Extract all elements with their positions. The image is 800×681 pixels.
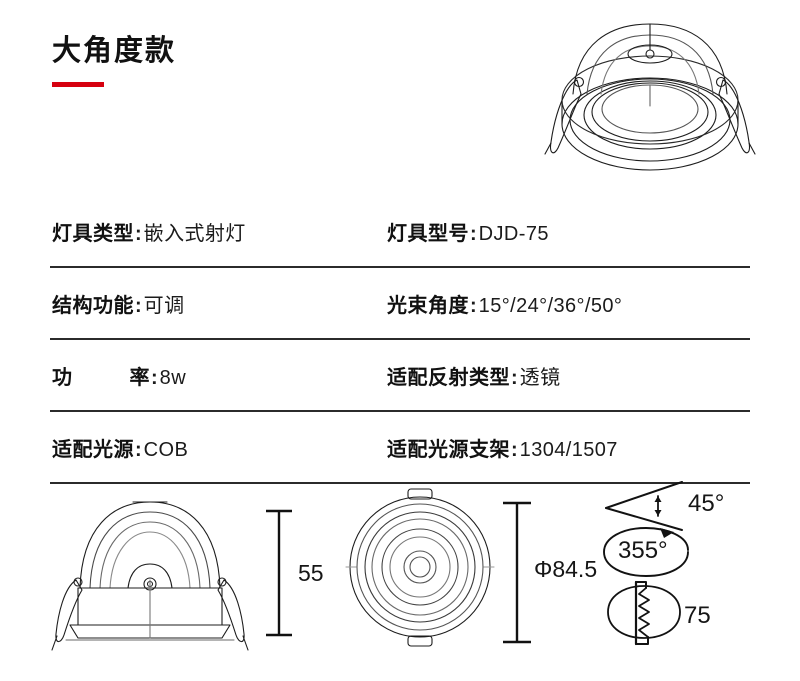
spec-colon: :	[470, 294, 477, 317]
spec-cell-model-number: 灯具型号 : DJD-75	[387, 217, 750, 246]
spec-value: 8w	[159, 366, 187, 389]
feature-icons: 45° 355° 75	[596, 472, 796, 662]
spec-cell-light-source-holder: 适配光源支架 : 1304/1507	[387, 433, 750, 462]
page-title: 大角度款	[52, 35, 177, 67]
spec-value: 透镜	[519, 366, 561, 389]
technical-drawings: 55	[0, 470, 800, 681]
table-row: 结构功能 : 可调 光束角度 : 15°/24°/36°/50°	[50, 266, 750, 338]
spec-label: 结构功能	[52, 294, 134, 317]
table-row: 适配光源 : COB 适配光源支架 : 1304/1507	[50, 410, 750, 484]
height-dimension-label: 55	[298, 560, 324, 586]
spec-cell-luminaire-type: 灯具类型 : 嵌入式射灯	[50, 217, 387, 246]
spec-label: 光束角度	[387, 294, 469, 317]
spec-colon: :	[511, 366, 518, 389]
spec-colon: :	[135, 222, 142, 245]
feature-icon-group	[603, 481, 689, 646]
dimension-line-icon	[503, 501, 531, 644]
spec-colon: :	[511, 438, 518, 461]
spec-colon: :	[470, 222, 477, 245]
spec-label: 适配光源	[52, 438, 134, 461]
dimension-line-icon	[266, 509, 292, 637]
spec-value: 15°/24°/36°/50°	[478, 294, 623, 317]
spec-value: 嵌入式射灯	[143, 222, 246, 245]
spec-colon: :	[135, 294, 142, 317]
table-row: 功率 : 8w 适配反射类型 : 透镜	[50, 338, 750, 410]
downlight-side-elevation-icon	[51, 501, 249, 651]
recessed-downlight-3d-icon	[544, 23, 756, 171]
spec-cell-reflector-type: 适配反射类型 : 透镜	[387, 361, 750, 390]
title-block: 大角度款	[52, 35, 177, 87]
spec-label: 适配反射类型	[387, 366, 510, 389]
spec-cell-structure-function: 结构功能 : 可调	[50, 289, 387, 318]
height-dimension: 55	[262, 508, 332, 638]
spec-label: 灯具类型	[52, 222, 134, 245]
spec-label: 功率	[52, 366, 150, 389]
diameter-dimension: Φ84.5	[500, 500, 610, 645]
spec-value: 1304/1507	[519, 438, 618, 461]
spec-value: 可调	[143, 294, 185, 317]
spec-label: 适配光源支架	[387, 438, 510, 461]
top-view-drawing	[338, 480, 503, 655]
table-row: 灯具类型 : 嵌入式射灯 灯具型号 : DJD-75	[50, 196, 750, 266]
spec-cell-light-source: 适配光源 : COB	[50, 433, 387, 462]
cutout-size-label: 75	[684, 602, 711, 629]
tilt-angle-icon	[605, 481, 683, 531]
spec-label: 灯具型号	[387, 222, 469, 245]
spec-colon: :	[135, 438, 142, 461]
specification-table: 灯具类型 : 嵌入式射灯 灯具型号 : DJD-75 结构功能 : 可调 光束角…	[50, 196, 750, 484]
rotation-angle-icon	[603, 527, 689, 577]
product-hero-drawing	[505, 2, 795, 187]
side-view-drawing	[50, 484, 250, 654]
spec-colon: :	[151, 366, 158, 389]
rotation-angle-label: 355°	[618, 537, 668, 564]
title-underline-rule	[52, 81, 104, 87]
spec-value: COB	[143, 438, 189, 461]
downlight-top-plan-icon	[345, 488, 495, 647]
tilt-angle-label: 45°	[688, 490, 725, 517]
diameter-dimension-label: Φ84.5	[534, 556, 598, 582]
spec-value: DJD-75	[478, 222, 549, 245]
spec-cell-beam-angle: 光束角度 : 15°/24°/36°/50°	[387, 289, 750, 318]
cutout-size-icon	[607, 580, 681, 646]
spec-cell-power: 功率 : 8w	[50, 361, 387, 390]
